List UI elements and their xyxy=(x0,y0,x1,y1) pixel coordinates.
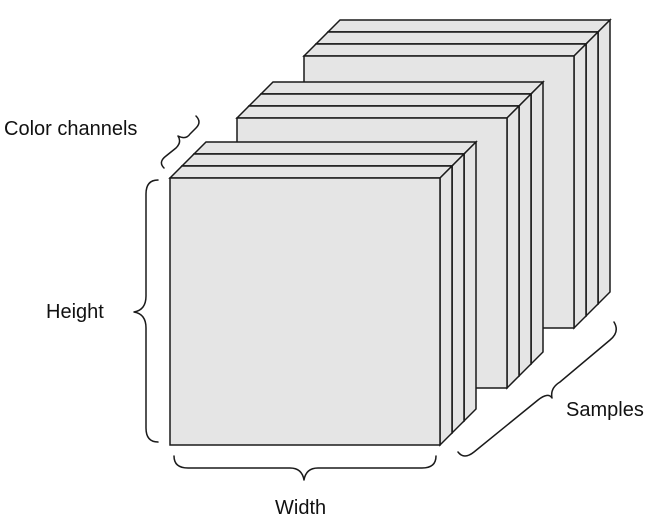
height-label: Height xyxy=(46,301,104,323)
samples-brace xyxy=(457,321,617,457)
width-label: Width xyxy=(275,497,326,519)
channel-layer xyxy=(168,164,454,447)
color-channels-brace xyxy=(160,115,200,169)
color-channels-label: Color channels xyxy=(4,118,137,140)
sample-front xyxy=(168,140,478,447)
samples-label: Samples xyxy=(566,399,644,421)
height-brace xyxy=(133,179,159,443)
width-brace xyxy=(173,455,437,481)
